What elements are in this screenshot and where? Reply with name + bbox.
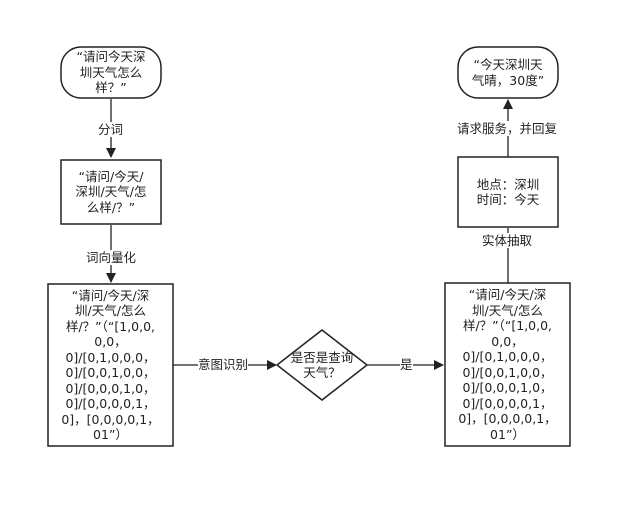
result-node-shape	[457, 46, 559, 99]
edge-label-request: 请求服务，并回复	[457, 121, 558, 136]
start-node-shape	[60, 46, 162, 99]
vectorized-left-node-shape	[47, 283, 174, 447]
edge-label-yes: 是	[400, 357, 413, 372]
decision-node-shape	[275, 329, 369, 401]
edge-label-extract: 实体抽取	[482, 233, 533, 248]
vectorized-left-node-label: “请问/今天/深 圳/天气/怎么 样/？”（“[1,0,0, 0,0， 0]/[…	[61, 287, 160, 443]
vectorized-right-node-shape	[444, 282, 571, 447]
segmented-node-shape	[60, 159, 162, 225]
edge-label-vectorize: 词向量化	[86, 250, 137, 265]
vectorized-right-node-label: “请问/今天/深 圳/天气/怎么 样/？”（“[1,0,0, 0,0， 0]/[…	[458, 287, 557, 442]
entities-node-label: 地点：深圳 时间：今天	[476, 176, 540, 208]
edge-label-intent: 意图识别	[198, 357, 249, 372]
segmented-node-label: “请问/今天/ 深圳/天气/怎 么样/？”	[75, 168, 147, 215]
start-node-label: “请问今天深 圳天气怎么 样？”	[76, 49, 146, 96]
entities-node-shape	[457, 156, 559, 228]
decision-node-label: 是否是查询 天气？	[290, 349, 354, 381]
edge-label-segment: 分词	[98, 122, 124, 137]
result-node-label: “今天深圳天 气晴，30度”	[471, 57, 545, 88]
